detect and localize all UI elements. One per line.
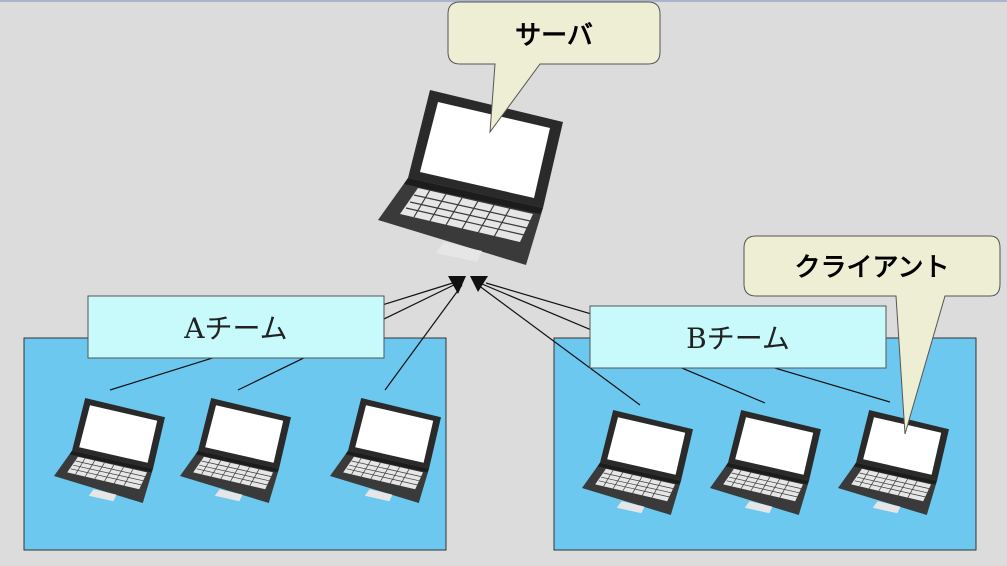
- team-a-label: Aチーム: [183, 312, 287, 345]
- team-b-label-box: [589, 305, 887, 369]
- top-rule: [0, 0, 1007, 2]
- connector-b1: [477, 284, 641, 406]
- server-label: サーバ: [515, 21, 593, 51]
- team-a-label-box: [87, 295, 385, 359]
- server-laptop-icon: [377, 89, 564, 266]
- team-b-label: Bチーム: [686, 322, 790, 355]
- arrowhead-left: [448, 276, 466, 294]
- client-callout: クライアント: [743, 235, 1001, 435]
- connector-a3: [384, 284, 463, 391]
- arrowhead-right: [470, 276, 488, 292]
- client-label: クライアント: [795, 253, 950, 283]
- server-callout: サーバ: [447, 1, 661, 134]
